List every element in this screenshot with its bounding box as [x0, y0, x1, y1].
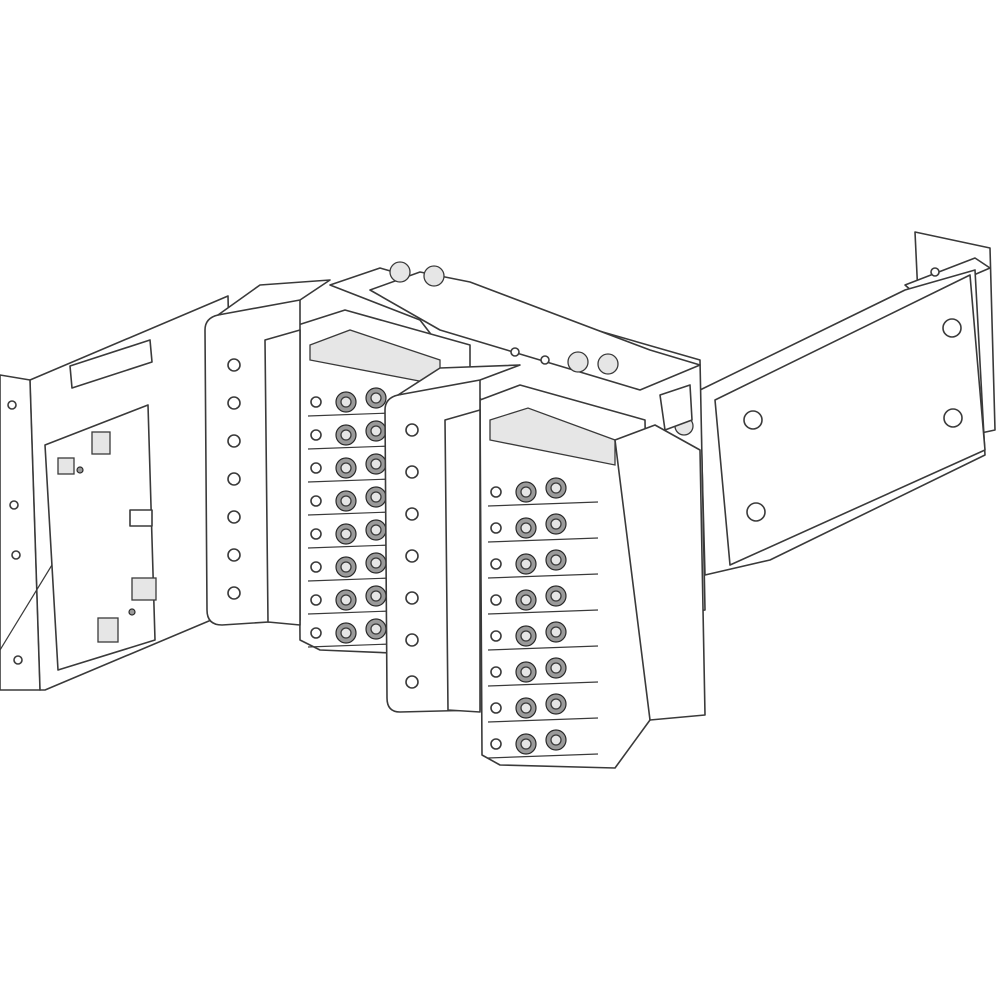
terminal-nut	[520, 666, 532, 678]
terminal-nut	[520, 594, 532, 606]
mounting-hole	[405, 549, 419, 563]
terminal-nut	[370, 491, 382, 503]
right-mounting-bracket	[699, 231, 996, 576]
terminal-nut	[550, 626, 562, 638]
terminal-nut	[370, 524, 382, 536]
terminal-hole	[490, 630, 502, 642]
terminal-nut	[370, 392, 382, 404]
terminal-nut	[550, 590, 562, 602]
terminal-nut	[550, 698, 562, 710]
terminal-hole	[490, 738, 502, 750]
terminal-hole	[490, 486, 502, 498]
terminal-hole	[310, 627, 322, 639]
mounting-hole	[405, 423, 419, 437]
terminal-hole	[310, 594, 322, 606]
terminal-nut	[520, 558, 532, 570]
terminal-hole	[310, 462, 322, 474]
terminal-nut	[370, 425, 382, 437]
rail-line	[487, 717, 599, 723]
rail-line	[487, 573, 599, 579]
front-cover-1	[204, 279, 331, 626]
terminal-hole	[310, 528, 322, 540]
terminal-nut	[550, 662, 562, 674]
terminal-nut	[550, 518, 562, 530]
terminal-hole	[310, 429, 322, 441]
terminal-nut	[550, 482, 562, 494]
terminal-nut	[340, 495, 352, 507]
mounting-hole	[405, 591, 419, 605]
mounting-hole	[227, 358, 241, 372]
terminal-nut	[520, 522, 532, 534]
rail-line	[487, 501, 599, 507]
terminal-nut	[520, 738, 532, 750]
terminal-hole	[490, 558, 502, 570]
terminal-nut	[370, 557, 382, 569]
terminal-block-2	[479, 384, 706, 769]
mounting-hole	[227, 586, 241, 600]
mounting-hole	[405, 465, 419, 479]
terminal-nut	[340, 396, 352, 408]
front-cover-2	[384, 364, 521, 713]
terminal-nut	[340, 528, 352, 540]
terminal-nut	[370, 458, 382, 470]
terminal-nut	[340, 462, 352, 474]
terminal-hole	[490, 702, 502, 714]
terminal-hole	[490, 594, 502, 606]
terminal-hole	[490, 522, 502, 534]
terminal-nut	[550, 554, 562, 566]
terminal-nut	[370, 623, 382, 635]
terminal-hole	[490, 666, 502, 678]
mounting-hole	[227, 434, 241, 448]
rail-line	[487, 681, 599, 687]
terminal-nut	[550, 734, 562, 746]
terminal-nut	[520, 630, 532, 642]
mounting-hole	[405, 675, 419, 689]
rail-line	[487, 609, 599, 615]
terminal-nut	[340, 429, 352, 441]
terminal-nut	[340, 594, 352, 606]
terminal-nut	[370, 590, 382, 602]
terminal-nut	[340, 627, 352, 639]
terminal-hole	[310, 495, 322, 507]
mounting-hole	[227, 472, 241, 486]
mounting-hole	[227, 396, 241, 410]
mounting-hole	[227, 510, 241, 524]
mounting-hole	[405, 507, 419, 521]
rail-line	[487, 753, 599, 759]
circuit-board	[44, 404, 157, 671]
terminal-nut	[520, 486, 532, 498]
label-plate	[69, 339, 153, 389]
mounting-hole	[405, 633, 419, 647]
mounting-hole	[227, 548, 241, 562]
rail-line	[487, 645, 599, 651]
terminal-nut	[520, 702, 532, 714]
rail-line	[487, 537, 599, 543]
terminal-hole	[310, 561, 322, 573]
terminal-hole	[310, 396, 322, 408]
terminal-nut	[340, 561, 352, 573]
